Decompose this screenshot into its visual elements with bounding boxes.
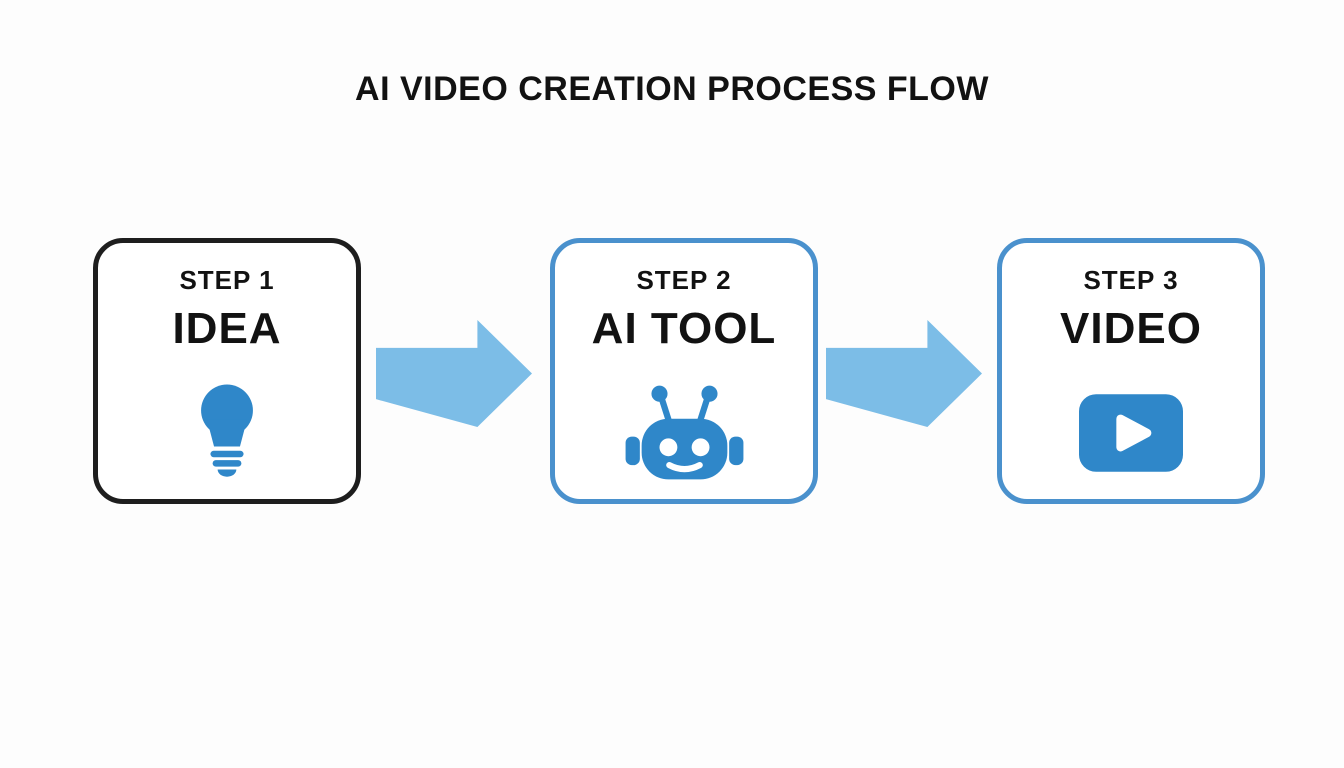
step-label: STEP 1 <box>179 265 275 295</box>
page-title: AI VIDEO CREATION PROCESS FLOW <box>355 70 989 108</box>
lightbulb-icon <box>191 382 263 484</box>
step-label: STEP 3 <box>1083 265 1179 295</box>
step-label: STEP 2 <box>636 265 732 295</box>
arrow-right-icon <box>376 320 532 427</box>
step-name: AI TOOL <box>591 304 777 353</box>
step-box-idea: STEP 1 IDEA <box>93 238 361 504</box>
robot-icon <box>622 382 747 484</box>
arrow-right-icon <box>826 320 982 427</box>
video-play-icon <box>1079 382 1183 484</box>
step-box-ai-tool: STEP 2 AI TOOL <box>550 238 818 504</box>
step-box-video: STEP 3 VIDEO <box>997 238 1265 504</box>
step-name: IDEA <box>172 304 282 353</box>
step-name: VIDEO <box>1060 304 1202 353</box>
